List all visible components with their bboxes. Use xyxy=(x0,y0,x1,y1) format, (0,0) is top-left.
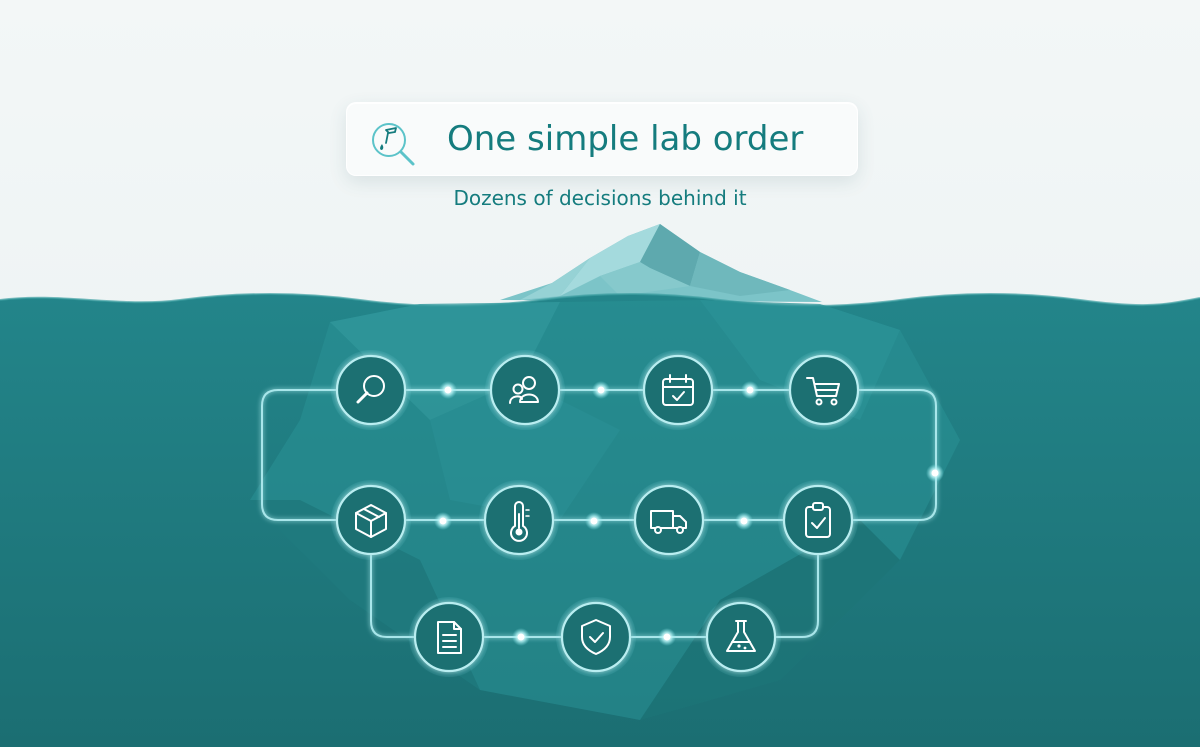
water-surface-line xyxy=(0,293,1200,307)
step-node xyxy=(778,480,858,560)
connector-dot xyxy=(740,517,748,525)
step-node-ring xyxy=(705,601,777,673)
connector-line xyxy=(370,554,415,638)
box-icon xyxy=(355,504,387,538)
clipboard-check-icon xyxy=(805,502,831,538)
connector-line xyxy=(775,554,819,638)
shield-check-icon xyxy=(581,619,611,655)
step-node-ring xyxy=(782,484,854,556)
step-node xyxy=(331,480,411,560)
step-nodes xyxy=(331,350,864,677)
calendar-check-icon xyxy=(662,374,694,406)
cart-icon xyxy=(806,377,840,406)
step-node xyxy=(331,350,411,430)
step-node-ring xyxy=(642,354,714,426)
connector-dot xyxy=(663,633,671,641)
step-node-ring xyxy=(335,354,407,426)
connector-dot xyxy=(590,517,598,525)
document-icon xyxy=(437,621,462,654)
iceberg-tip xyxy=(500,224,822,302)
step-node xyxy=(556,597,636,677)
connector-dot xyxy=(931,469,939,477)
step-node xyxy=(485,350,565,430)
connector-dot xyxy=(439,517,447,525)
page-subtitle: Dozens of decisions behind it xyxy=(453,186,747,210)
flask-icon xyxy=(726,620,756,652)
thermometer-icon xyxy=(510,501,530,542)
users-icon xyxy=(509,376,539,404)
connector-dot xyxy=(746,386,754,394)
step-node xyxy=(701,597,781,677)
connector-dot xyxy=(597,386,605,394)
connector-dots xyxy=(434,381,944,646)
step-node xyxy=(479,480,559,560)
connector-dot xyxy=(444,386,452,394)
connector-line xyxy=(261,389,337,521)
connector-dot xyxy=(517,633,525,641)
step-node xyxy=(638,350,718,430)
search-icon xyxy=(356,375,385,404)
step-node xyxy=(784,350,864,430)
page-title: One simple lab order xyxy=(447,119,804,159)
title-card: One simple lab order xyxy=(346,102,858,176)
step-node-ring xyxy=(633,484,705,556)
step-node-ring xyxy=(489,354,561,426)
step-node xyxy=(409,597,489,677)
magnifier-dropper-icon xyxy=(372,123,415,166)
step-node-ring xyxy=(560,601,632,673)
connector-line xyxy=(852,389,937,521)
step-node-ring xyxy=(413,601,485,673)
step-node xyxy=(629,480,709,560)
truck-icon xyxy=(650,510,687,534)
